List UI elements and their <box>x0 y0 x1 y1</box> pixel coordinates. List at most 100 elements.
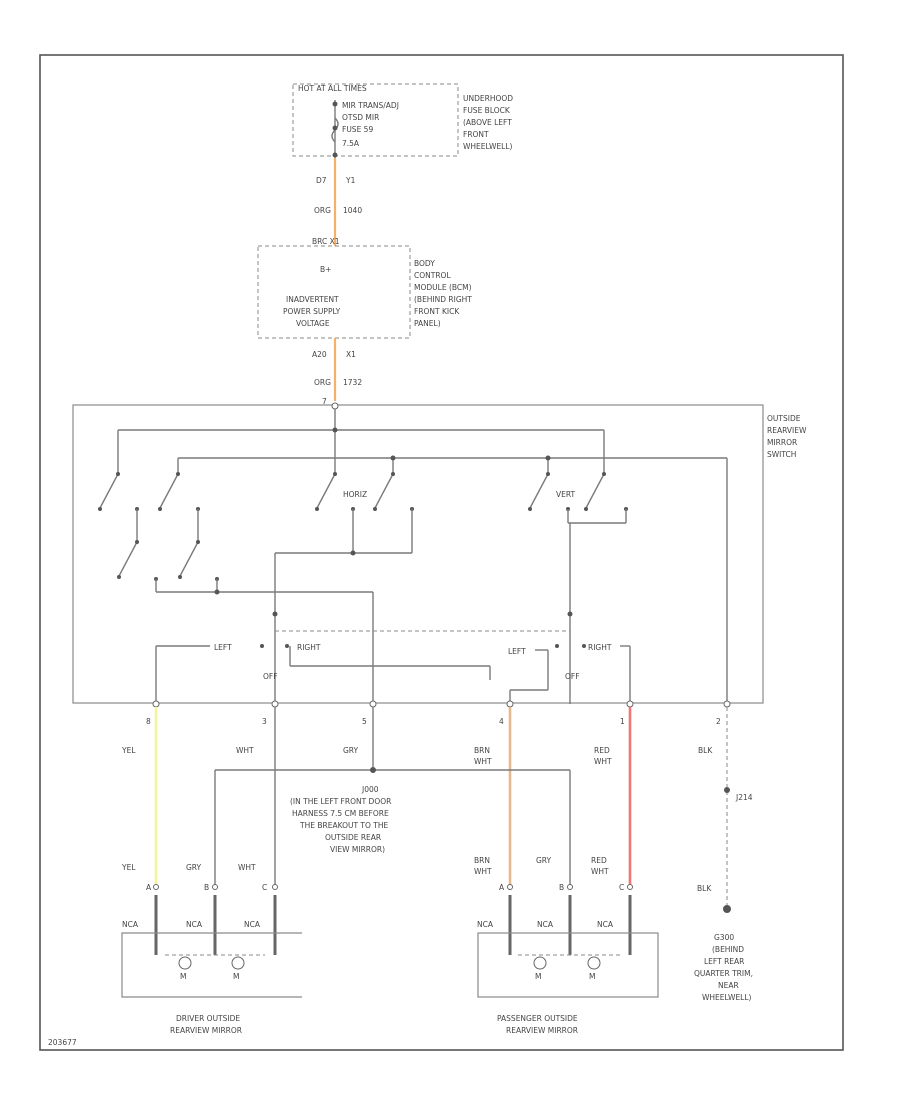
bcm-location-line: BODY <box>414 259 435 268</box>
selector-left-1: LEFT <box>214 643 232 652</box>
figure-id: 203677 <box>48 1038 77 1047</box>
output-pin: 3 <box>262 717 267 726</box>
ground-location-line: LEFT REAR <box>704 957 744 966</box>
fuse-node <box>332 125 338 131</box>
junction-node <box>567 611 573 617</box>
passenger-pin: A <box>499 883 505 892</box>
switch-label-line: OUTSIDE <box>767 414 801 423</box>
ground-location-line: (BEHIND <box>712 945 744 954</box>
passenger-nca: NCA <box>537 920 554 929</box>
driver-mirror: YEL GRY WHT A B C NCA NCA NCA M M DRIVER… <box>121 863 302 1035</box>
passenger-mirror-name: REARVIEW MIRROR <box>506 1026 578 1035</box>
switch-blades <box>98 472 628 592</box>
wire-top-pin-a: D7 <box>316 176 327 185</box>
fuse-block-outline <box>292 83 459 157</box>
passenger-pin: C <box>619 883 624 892</box>
driver-nca: NCA <box>122 920 139 929</box>
switch-horiz-label: HORIZ <box>343 490 367 499</box>
driver-wire-color: YEL <box>121 863 136 872</box>
switch-label-line: SWITCH <box>767 450 796 459</box>
selector-right-1: RIGHT <box>297 643 321 652</box>
passenger-motor-icon <box>587 956 601 970</box>
switch-output-pins: 8 3 5 4 1 2 <box>146 700 731 726</box>
driver-mirror-name: REARVIEW MIRROR <box>170 1026 242 1035</box>
output-pin: 5 <box>362 717 367 726</box>
selector-contact <box>285 644 289 648</box>
switch-input-terminal <box>331 402 339 410</box>
ground-location-line: NEAR <box>718 981 739 990</box>
fuse-block-header: HOT AT ALL TIMES <box>298 84 367 93</box>
bcm-location-line: PANEL) <box>414 319 441 328</box>
junction-node <box>390 455 396 461</box>
passenger-mirror-name: PASSENGER OUTSIDE <box>497 1014 578 1023</box>
passenger-wire-color-2: WHT <box>474 867 492 876</box>
selector-off-1: OFF <box>263 672 278 681</box>
junction-node <box>350 550 356 556</box>
wire-top-pin-b: Y1 <box>345 176 356 185</box>
splice-line: OUTSIDE REAR <box>325 833 381 842</box>
diagram-frame <box>39 54 844 1051</box>
passenger-motor-label: M <box>535 972 541 981</box>
driver-motor-icon <box>231 956 245 970</box>
bcm-name-line: POWER SUPPLY <box>283 307 341 316</box>
passenger-wire-color: GRY <box>536 856 552 865</box>
passenger-nca: NCA <box>597 920 614 929</box>
passenger-mirror-housing <box>477 932 659 998</box>
splice-line: VIEW MIRROR) <box>330 845 385 854</box>
wire-color-label-2: WHT <box>594 757 612 766</box>
driver-wire-color: GRY <box>186 863 202 872</box>
driver-nca: NCA <box>244 920 261 929</box>
fuse-location-line: FRONT <box>463 130 489 139</box>
driver-mirror-name: DRIVER OUTSIDE <box>176 1014 240 1023</box>
fuse-node <box>332 101 338 107</box>
wire-color-label: BLK <box>698 746 713 755</box>
bcm-b-plus: B+ <box>320 265 331 274</box>
wire-color-label: GRY <box>343 746 359 755</box>
driver-nca: NCA <box>186 920 203 929</box>
splice-line: (IN THE LEFT FRONT DOOR <box>290 797 391 806</box>
bcm-connector: BRC X1 <box>312 237 340 246</box>
selector-contact <box>582 644 586 648</box>
bcm-name-line: INADVERTENT <box>286 295 339 304</box>
wire-mid-pin-a: A20 <box>312 350 327 359</box>
wire-top-circuit: 1040 <box>343 206 362 215</box>
wire-mid-pin-b: X1 <box>346 350 356 359</box>
splice-j000: J000 (IN THE LEFT FRONT DOOR HARNESS 7.5… <box>214 767 571 885</box>
bcm-outline <box>257 245 411 339</box>
switch-outline <box>72 404 764 704</box>
passenger-motor-label: M <box>589 972 595 981</box>
bcm-location-line: CONTROL <box>414 271 451 280</box>
splice-line: HARNESS 7.5 CM BEFORE <box>292 809 389 818</box>
ground-splice-id: J214 <box>735 793 753 802</box>
ground-g300: J214 BLK G300 (BEHIND LEFT REAR QUARTER … <box>694 787 753 1002</box>
wire-color-label: RED <box>594 746 610 755</box>
junction-node <box>545 455 551 461</box>
selector-contact <box>260 644 264 648</box>
passenger-pin: B <box>559 883 564 892</box>
driver-pin: C <box>262 883 267 892</box>
output-pin: 4 <box>499 717 504 726</box>
driver-pin: A <box>146 883 152 892</box>
driver-motor-label: M <box>233 972 239 981</box>
mirror-switch: 7 OUTSIDE REARVIEW MIRROR SWITCH <box>72 397 807 704</box>
driver-motor-icon <box>178 956 192 970</box>
driver-motor-label: M <box>180 972 186 981</box>
bcm-name-line: VOLTAGE <box>296 319 330 328</box>
ground-wire-color: BLK <box>697 884 712 893</box>
output-pin: 1 <box>620 717 625 726</box>
bcm-location-line: FRONT KICK <box>414 307 460 316</box>
wire-color-label: YEL <box>121 746 136 755</box>
ground-location-line: QUARTER TRIM, <box>694 969 753 978</box>
wire-mid-circuit: 1732 <box>343 378 362 387</box>
bcm-location-line: (BEHIND RIGHT <box>414 295 472 304</box>
switch-vert-label: VERT <box>556 490 576 499</box>
splice-line: THE BREAKOUT TO THE <box>299 821 389 830</box>
ground-location-line: WHEELWELL) <box>702 993 752 1002</box>
fuse-node <box>332 152 338 158</box>
driver-mirror-housing <box>121 932 302 998</box>
ground-name: G300 <box>714 933 734 942</box>
output-pin: 2 <box>716 717 721 726</box>
fuse-location-line: WHEELWELL) <box>463 142 513 151</box>
